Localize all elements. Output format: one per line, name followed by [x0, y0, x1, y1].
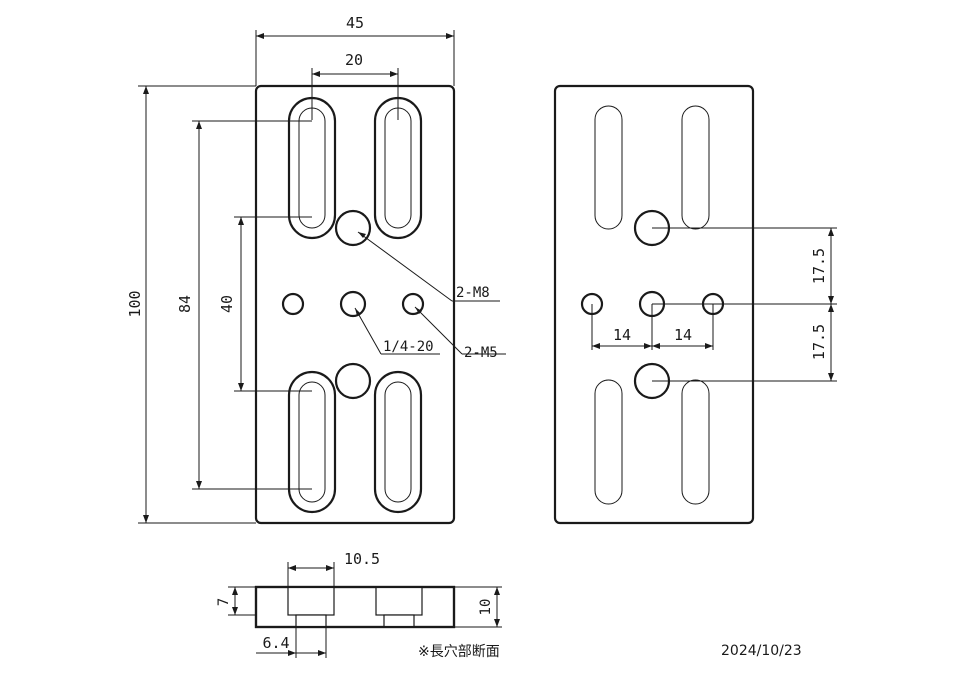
dim-slot-span: 84	[176, 295, 194, 313]
dim-overall-height: 100	[126, 290, 144, 317]
drawing-date: 2024/10/23	[721, 643, 802, 659]
m8-hole-upper	[334, 209, 372, 247]
slot-lower-left-inner	[298, 381, 326, 503]
front-plate-outline	[254, 84, 456, 525]
section-view: 10.5 7 10 6.4 ※長穴部断面	[216, 550, 502, 660]
back-slot-upper-left	[594, 105, 623, 230]
slot-upper-right-inner	[384, 107, 412, 229]
dim-right-spacing: 14	[674, 326, 692, 344]
m8-hole-lower	[334, 362, 372, 400]
dim-lower-offset: 17.5	[810, 324, 828, 360]
callout-quarter20: 1/4-20	[383, 339, 434, 355]
front-view: 45 20 100 84 40 2-M8	[126, 14, 506, 525]
quarter20-hole	[339, 290, 367, 318]
section-counterbore-left	[287, 586, 335, 616]
callout-m5: 2-M5	[464, 345, 498, 361]
section-counterbore-right	[375, 586, 423, 616]
dim-slot-spacing: 20	[345, 51, 363, 69]
m5-hole-right	[401, 292, 425, 316]
back-slot-upper-right	[681, 105, 710, 230]
dim-m8-spacing: 40	[218, 295, 236, 313]
section-note: ※長穴部断面	[418, 644, 500, 660]
m5-hole-left	[281, 292, 305, 316]
back-slot-lower-left	[594, 379, 623, 505]
section-slot-left	[295, 614, 327, 628]
callout-m8: 2-M8	[456, 285, 490, 301]
back-slot-lower-right	[681, 379, 710, 505]
section-body	[254, 585, 456, 629]
slot-lower-right-outer	[373, 370, 423, 514]
dim-slot-width: 6.4	[262, 634, 289, 652]
dim-counterbore-depth: 7	[216, 598, 232, 606]
dim-overall-width: 45	[346, 14, 364, 32]
dim-upper-offset: 17.5	[810, 248, 828, 284]
back-view: 17.5 17.5 14 14	[553, 84, 837, 525]
dim-left-spacing: 14	[613, 326, 631, 344]
section-slot-right	[383, 614, 415, 628]
slot-lower-right-inner	[384, 381, 412, 503]
dim-thickness: 10	[478, 599, 494, 616]
dim-counterbore-width: 10.5	[344, 550, 380, 568]
slot-lower-left-outer	[287, 370, 337, 514]
slot-upper-left-inner	[298, 107, 326, 229]
